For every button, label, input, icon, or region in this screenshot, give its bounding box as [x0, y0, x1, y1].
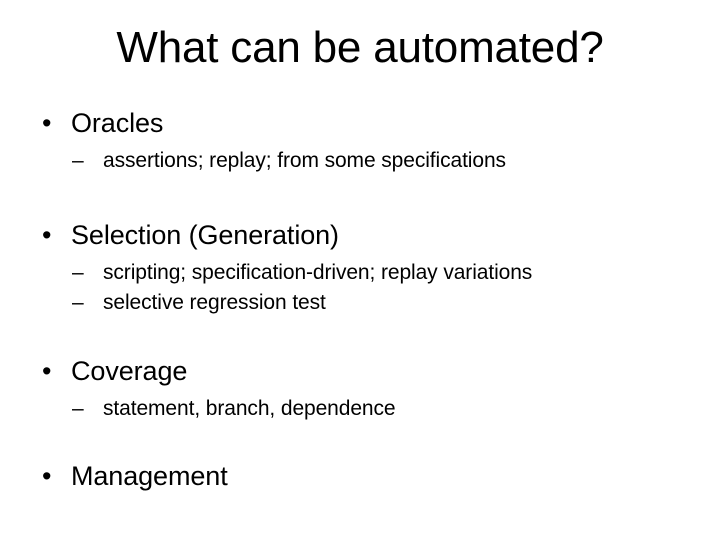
subbullet-label-selection-1: selective regression test [103, 291, 326, 314]
bullet-label-selection: Selection (Generation) [71, 220, 339, 250]
subbullet-label-oracles-0: assertions; replay; from some specificat… [103, 149, 506, 172]
bullet-label-management: Management [71, 461, 228, 491]
subbullet-item-coverage-0[interactable]: – statement, branch, dependence [0, 394, 720, 424]
spacer [0, 424, 720, 457]
bullet-group-coverage: • Coverage – statement, branch, dependen… [0, 352, 720, 424]
bullet-dot-icon: • [42, 461, 52, 491]
bullet-group-management: • Management [0, 457, 720, 495]
bullet-dot-icon: • [42, 220, 52, 250]
bullet-dash-icon: – [72, 149, 84, 172]
bullet-label-coverage: Coverage [71, 356, 188, 386]
bullet-item-management[interactable]: • Management [0, 457, 720, 495]
subbullet-item-oracles-0[interactable]: – assertions; replay; from some specific… [0, 146, 720, 176]
subbullet-item-selection-0[interactable]: – scripting; specification-driven; repla… [0, 258, 720, 288]
bullet-list: • Oracles – assertions; replay; from som… [0, 104, 720, 495]
bullet-item-selection[interactable]: • Selection (Generation) [0, 216, 720, 254]
bullet-dash-icon: – [72, 261, 84, 284]
bullet-dash-icon: – [72, 291, 84, 314]
bullet-item-coverage[interactable]: • Coverage [0, 352, 720, 390]
spacer [0, 318, 720, 352]
bullet-group-oracles: • Oracles – assertions; replay; from som… [0, 104, 720, 176]
subbullet-label-coverage-0: statement, branch, dependence [103, 397, 396, 420]
bullet-item-oracles[interactable]: • Oracles [0, 104, 720, 142]
bullet-dot-icon: • [42, 108, 52, 138]
subbullet-item-selection-1[interactable]: – selective regression test [0, 288, 720, 318]
bullet-label-oracles: Oracles [71, 108, 164, 138]
bullet-dash-icon: – [72, 397, 84, 420]
bullet-dot-icon: • [42, 356, 52, 386]
slide-title: What can be automated? [116, 23, 604, 72]
subbullet-label-selection-0: scripting; specification-driven; replay … [103, 261, 533, 284]
bullet-group-selection: • Selection (Generation) – scripting; sp… [0, 216, 720, 318]
spacer [0, 176, 720, 216]
